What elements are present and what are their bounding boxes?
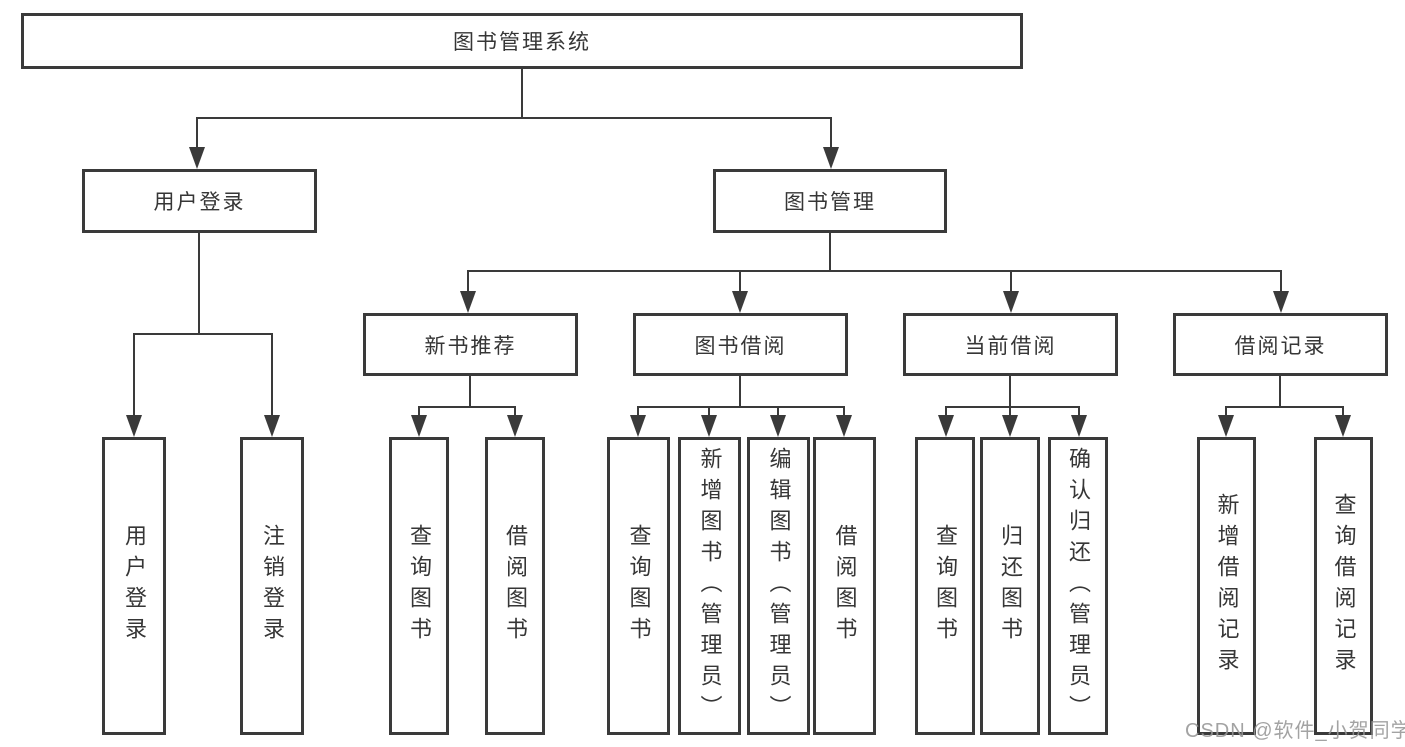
arrow-down-icon bbox=[1002, 415, 1018, 437]
connector-line bbox=[945, 406, 1080, 408]
node-borrow-records: 借阅记录 bbox=[1173, 313, 1388, 376]
connector-line bbox=[637, 406, 639, 417]
connector-line bbox=[133, 333, 135, 415]
leaf-return-books: 归还图书 bbox=[980, 437, 1040, 735]
connector-line bbox=[467, 270, 1282, 272]
connector-line bbox=[1342, 406, 1344, 417]
connector-line bbox=[271, 333, 273, 415]
node-root-label: 图书管理系统 bbox=[453, 31, 591, 54]
leaf-edit-books-admin-label: 编辑图书（管理员） bbox=[766, 446, 792, 726]
leaf-add-books-admin: 新增图书（管理员） bbox=[678, 437, 741, 735]
connector-line bbox=[196, 117, 198, 149]
connector-line bbox=[843, 406, 845, 417]
leaf-confirm-return-admin: 确认归还（管理员） bbox=[1048, 437, 1108, 735]
arrow-down-icon bbox=[1003, 291, 1019, 313]
arrow-down-icon bbox=[836, 415, 852, 437]
arrow-down-icon bbox=[938, 415, 954, 437]
connector-line bbox=[514, 406, 516, 417]
arrow-down-icon bbox=[507, 415, 523, 437]
connector-line bbox=[708, 406, 710, 417]
connector-line bbox=[830, 117, 832, 149]
arrow-down-icon bbox=[823, 147, 839, 169]
node-current-borrow-label: 当前借阅 bbox=[964, 334, 1057, 358]
connector-line bbox=[521, 68, 523, 119]
leaf-borrow-books-recommend: 借阅图书 bbox=[485, 437, 545, 735]
leaf-query-books-recommend-label: 查询图书 bbox=[407, 524, 432, 648]
arrow-down-icon bbox=[1273, 291, 1289, 313]
arrow-down-icon bbox=[630, 415, 646, 437]
arrow-down-icon bbox=[701, 415, 717, 437]
connector-line bbox=[1009, 406, 1011, 417]
leaf-add-borrow-record: 新增借阅记录 bbox=[1197, 437, 1256, 735]
arrow-down-icon bbox=[264, 415, 280, 437]
node-book-borrow: 图书借阅 bbox=[633, 313, 848, 376]
node-book-borrow-label: 图书借阅 bbox=[694, 334, 787, 358]
connector-line bbox=[739, 376, 741, 408]
connector-line bbox=[1225, 406, 1227, 417]
connector-line bbox=[777, 406, 779, 417]
arrow-down-icon bbox=[770, 415, 786, 437]
connector-line bbox=[133, 333, 273, 335]
connector-line bbox=[1280, 270, 1282, 293]
connector-line bbox=[418, 406, 516, 408]
arrow-down-icon bbox=[411, 415, 427, 437]
leaf-borrow-books-label: 借阅图书 bbox=[832, 524, 858, 648]
connector-line bbox=[1009, 376, 1011, 408]
leaf-logout: 注销登录 bbox=[240, 437, 304, 735]
connector-line bbox=[1225, 406, 1344, 408]
node-borrow-records-label: 借阅记录 bbox=[1234, 334, 1327, 358]
node-root: 图书管理系统 bbox=[21, 13, 1023, 69]
arrow-down-icon bbox=[1218, 415, 1234, 437]
csdn-watermark: CSDN @软件_小贺同学 bbox=[1185, 720, 1405, 742]
leaf-query-books-borrow: 查询图书 bbox=[607, 437, 670, 735]
node-current-borrow: 当前借阅 bbox=[903, 313, 1118, 376]
leaf-edit-books-admin: 编辑图书（管理员） bbox=[747, 437, 810, 735]
connector-line bbox=[418, 406, 420, 417]
connector-line bbox=[1078, 406, 1080, 417]
connector-line bbox=[1279, 376, 1281, 408]
leaf-add-books-admin-label: 新增图书（管理员） bbox=[697, 446, 723, 726]
leaf-query-books-borrow-label: 查询图书 bbox=[626, 524, 652, 648]
node-user-login-label: 用户登录 bbox=[153, 191, 246, 214]
node-new-book-recommend: 新书推荐 bbox=[363, 313, 578, 376]
connector-line bbox=[945, 406, 947, 417]
leaf-query-books-current: 查询图书 bbox=[915, 437, 975, 735]
leaf-user-login: 用户登录 bbox=[102, 437, 166, 735]
arrow-down-icon bbox=[460, 291, 476, 313]
connector-line bbox=[1010, 270, 1012, 293]
leaf-query-books-current-label: 查询图书 bbox=[933, 524, 958, 648]
leaf-user-login-label: 用户登录 bbox=[122, 524, 147, 648]
leaf-query-borrow-record: 查询借阅记录 bbox=[1314, 437, 1373, 735]
arrow-down-icon bbox=[1071, 415, 1087, 437]
node-user-login: 用户登录 bbox=[82, 169, 317, 233]
arrow-down-icon bbox=[1335, 415, 1351, 437]
connector-line bbox=[198, 233, 200, 335]
leaf-add-borrow-record-label: 新增借阅记录 bbox=[1214, 493, 1240, 679]
node-new-book-recommend-label: 新书推荐 bbox=[424, 334, 517, 358]
arrow-down-icon bbox=[126, 415, 142, 437]
connector-line bbox=[637, 406, 845, 408]
leaf-query-borrow-record-label: 查询借阅记录 bbox=[1331, 493, 1357, 679]
leaf-logout-label: 注销登录 bbox=[260, 524, 285, 648]
connector-line bbox=[739, 270, 741, 293]
connector-line bbox=[196, 117, 832, 119]
leaf-query-books-recommend: 查询图书 bbox=[389, 437, 449, 735]
leaf-confirm-return-admin-label: 确认归还（管理员） bbox=[1066, 446, 1091, 726]
node-book-management-label: 图书管理 bbox=[784, 191, 876, 214]
arrow-down-icon bbox=[189, 147, 205, 169]
leaf-borrow-books-recommend-label: 借阅图书 bbox=[503, 524, 528, 648]
leaf-return-books-label: 归还图书 bbox=[998, 524, 1023, 648]
node-book-management: 图书管理 bbox=[713, 169, 947, 233]
connector-line bbox=[469, 376, 471, 408]
connector-line bbox=[467, 270, 469, 293]
leaf-borrow-books: 借阅图书 bbox=[813, 437, 876, 735]
connector-line bbox=[829, 233, 831, 272]
arrow-down-icon bbox=[732, 291, 748, 313]
